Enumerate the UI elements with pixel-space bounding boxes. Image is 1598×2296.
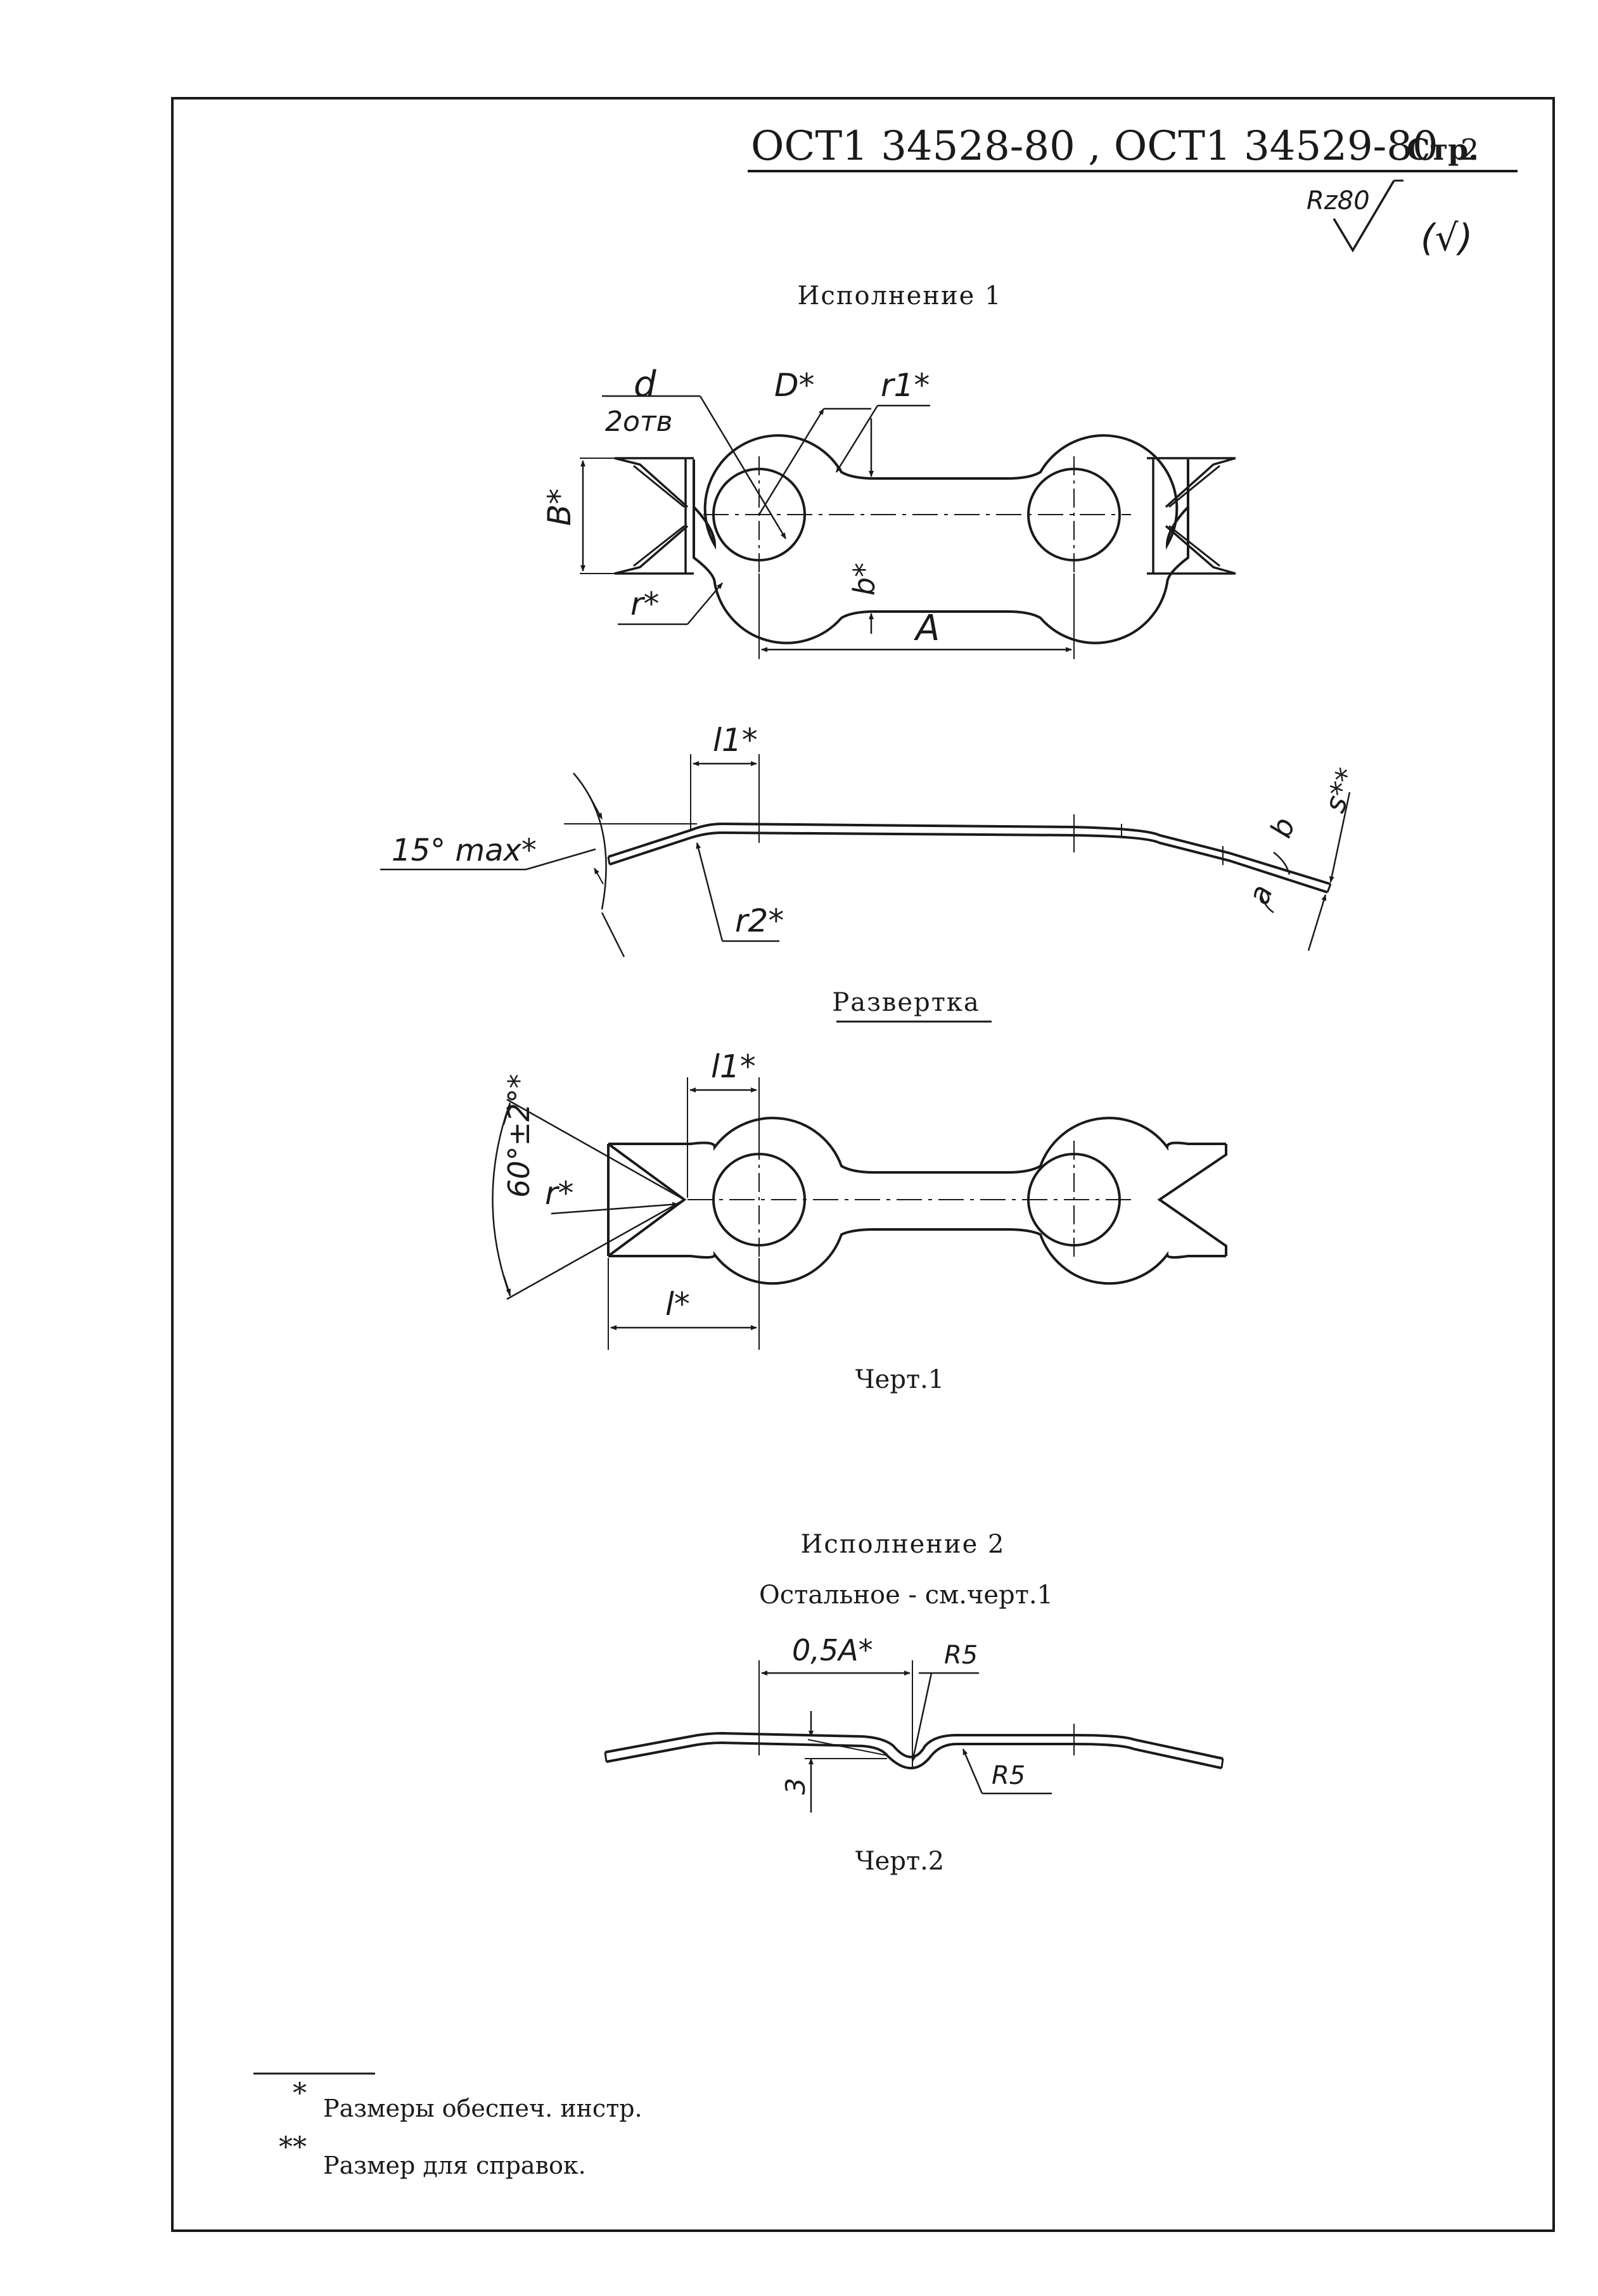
standard-number: ОСТ1 34528-80 , ОСТ1 34529-80	[751, 123, 1438, 170]
footnote-text-2: Размер для справок.	[323, 2152, 586, 2179]
label-d: d	[634, 364, 656, 405]
roughness-param: Rz80	[1307, 186, 1370, 215]
development-title: Развертка	[832, 988, 980, 1017]
label-depth: 3	[780, 1778, 811, 1795]
label-B: B*	[541, 489, 578, 526]
execution2-subtitle: Остальное - см.черт.1	[759, 1581, 1053, 1610]
execution2-view: 0,5A* R5 R5 3	[604, 1633, 1224, 1812]
label-holes: 2отв	[605, 406, 672, 438]
dev-outline	[608, 1117, 1226, 1285]
label-r5-bottom: R5	[992, 1761, 1025, 1790]
plan-outline	[693, 434, 1189, 645]
label-dev-l1: l1*	[711, 1048, 756, 1085]
label-dev-r: r*	[545, 1175, 574, 1212]
footnotes: * Размеры обеспеч. инстр. ** Размер для …	[253, 2072, 642, 2179]
side-outline	[608, 822, 1331, 894]
roughness-symbol: Rz80 (√)	[1307, 179, 1473, 259]
execution2-title: Исполнение 2	[801, 1530, 1006, 1559]
label-s: s**	[1317, 764, 1365, 817]
page-label: Стр.	[1407, 132, 1478, 167]
label-dev-l: l*	[665, 1286, 690, 1323]
footnote-mark-2: **	[279, 2131, 307, 2164]
label-half-a: 0,5A*	[792, 1633, 873, 1667]
label-r2: r2*	[735, 902, 784, 939]
label-angle60: 60°±2°*	[502, 1074, 536, 1198]
caption-fig1: Черт.1	[855, 1365, 945, 1394]
label-D: D*	[774, 367, 815, 404]
development-view: l1* 60°±2°* r* l*	[492, 1048, 1227, 1350]
label-r1: r1*	[881, 367, 930, 404]
label-b-small: b	[1263, 813, 1302, 842]
page-number: 2	[1461, 132, 1479, 167]
page-frame	[171, 97, 1555, 2232]
label-a: a	[1241, 880, 1279, 909]
roughness-bracket: (√)	[1421, 216, 1473, 259]
caption-fig2: Черт.2	[855, 1847, 945, 1876]
side-view: 15° max* l1* r2* s** b a	[380, 722, 1365, 958]
header: ОСТ1 34528-80 , ОСТ1 34529-80 Стр. 2	[748, 123, 1518, 172]
label-r: r*	[630, 586, 660, 622]
label-l1: l1*	[713, 722, 758, 759]
label-b: b*	[847, 563, 881, 596]
label-angle15: 15° max*	[392, 833, 537, 868]
footnote-mark-1: *	[293, 2077, 307, 2110]
label-A: A	[914, 608, 940, 649]
label-r5-top: R5	[944, 1641, 978, 1670]
plan-view: d 2отв D* r1* B* b* r* A	[541, 364, 1236, 659]
footnote-text-1: Размеры обеспеч. инстр.	[323, 2094, 642, 2122]
execution1-title: Исполнение 1	[798, 281, 1002, 311]
